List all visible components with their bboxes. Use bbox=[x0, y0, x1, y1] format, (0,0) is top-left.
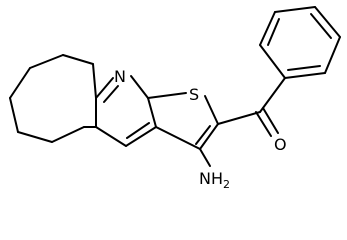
double-bond-inner bbox=[195, 125, 211, 145]
double-bond-inner bbox=[103, 85, 119, 103]
bond bbox=[259, 77, 286, 113]
nitrogen-atom-label: N bbox=[114, 67, 126, 86]
amino-bond bbox=[199, 148, 211, 167]
double-bond-inner bbox=[126, 122, 150, 139]
bond bbox=[95, 126, 127, 147]
bond bbox=[259, 44, 286, 79]
bond bbox=[274, 6, 316, 13]
bond bbox=[284, 72, 326, 79]
bond bbox=[17, 131, 53, 143]
bond bbox=[147, 92, 187, 99]
carbonyl-group bbox=[217, 77, 286, 137]
bond bbox=[155, 126, 201, 150]
bond bbox=[9, 67, 31, 99]
structure-diagram: N S O NH2 bbox=[9, 6, 341, 190]
cycloheptane-ring bbox=[9, 54, 97, 143]
sulfur-atom-label: S bbox=[189, 85, 199, 104]
carbonyl-double-bond bbox=[255, 111, 272, 137]
bond bbox=[217, 111, 261, 125]
bond bbox=[204, 95, 219, 125]
phenyl-ring bbox=[259, 6, 341, 79]
pyridine-ring bbox=[83, 75, 157, 147]
double-bond-inner bbox=[267, 18, 280, 46]
bond bbox=[130, 75, 149, 99]
carbonyl-double-bond bbox=[262, 107, 279, 134]
oxygen-atom-label: O bbox=[274, 135, 287, 154]
thiophene-ring bbox=[147, 92, 219, 150]
bond bbox=[9, 97, 19, 133]
amino-group-label: NH2 bbox=[199, 169, 230, 190]
bond bbox=[62, 54, 94, 65]
amino-label-subscript: 2 bbox=[223, 178, 230, 190]
bond bbox=[314, 6, 341, 38]
bond bbox=[92, 63, 97, 99]
bond bbox=[95, 77, 114, 99]
bond bbox=[199, 123, 219, 150]
molecule-drawing: N S O NH2 bbox=[9, 6, 341, 190]
bond bbox=[324, 36, 341, 74]
bond bbox=[51, 126, 85, 143]
bond bbox=[125, 126, 157, 147]
double-bond-inner bbox=[310, 13, 332, 39]
bond bbox=[29, 54, 64, 69]
bond bbox=[147, 97, 157, 128]
bond bbox=[259, 11, 276, 46]
double-bond-inner bbox=[287, 65, 321, 71]
amino-label-text: NH bbox=[199, 169, 223, 188]
